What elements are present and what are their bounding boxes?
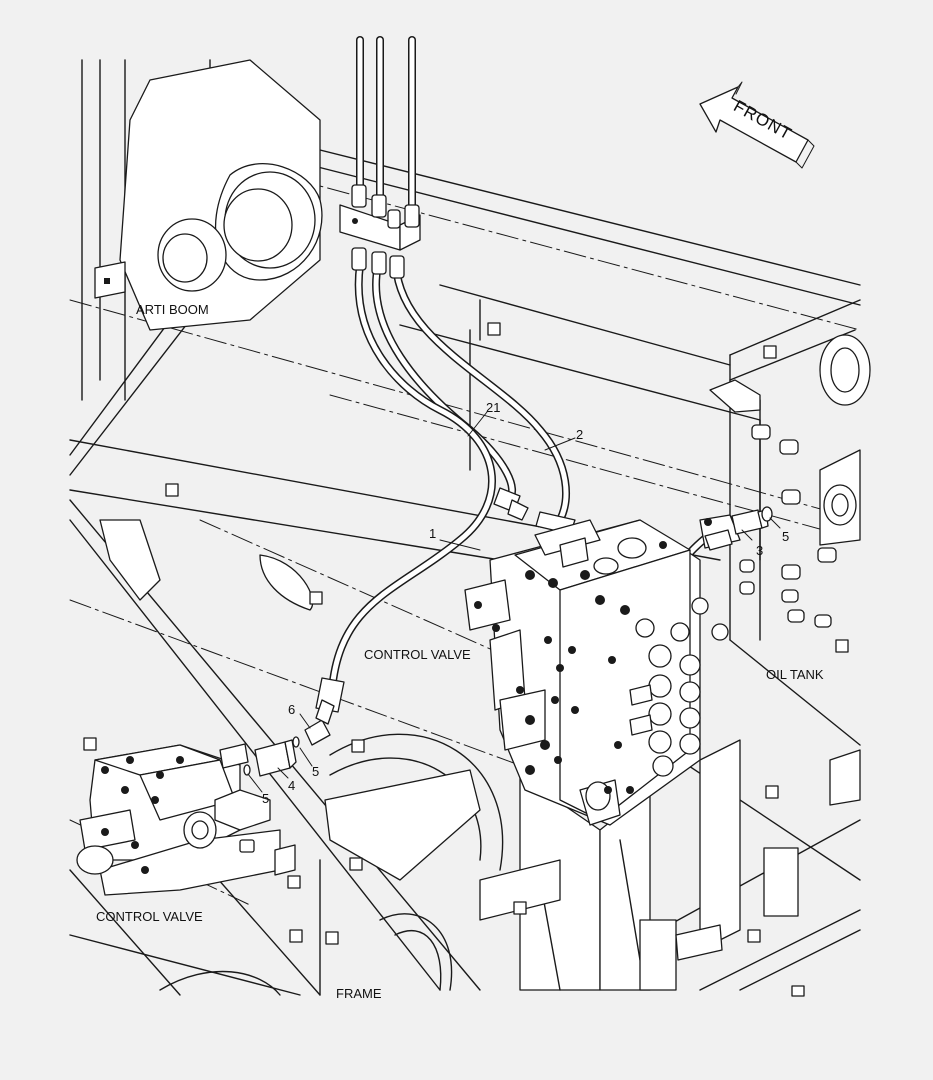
callout-5-oil-tank: 5 [782, 529, 789, 544]
upper-pilot-lines [356, 36, 734, 574]
frame-label: FRAME [336, 986, 382, 1001]
left-control-valve [76, 743, 296, 896]
arti-boom-assembly [94, 59, 323, 611]
arti-boom-label: ARTI BOOM [136, 302, 209, 317]
control-valve-main-label: CONTROL VALVE [364, 647, 471, 662]
callout-3: 3 [756, 543, 763, 558]
oil-tank-label: OIL TANK [766, 667, 824, 682]
fitting-4-5-6-assembly [243, 699, 335, 777]
hose-1 [328, 261, 497, 694]
fastener-blocks [83, 322, 849, 997]
callout-leader-lines [247, 411, 781, 793]
hose-2 [392, 261, 570, 524]
callout-6: 6 [288, 702, 295, 717]
fitting-3 [704, 506, 773, 551]
callout-4: 4 [288, 778, 295, 793]
control-valve-left-label: CONTROL VALVE [96, 909, 203, 924]
pilot-manifold-block [339, 184, 421, 279]
callout-21: 21 [486, 400, 500, 415]
valve-spool-caps [629, 597, 729, 777]
callout-5-left: 5 [262, 791, 269, 806]
callout-2: 2 [576, 427, 583, 442]
front-direction-arrow [699, 81, 815, 169]
valve-bolts [474, 518, 712, 794]
callout-1: 1 [429, 526, 436, 541]
oil-tank-ports [709, 334, 871, 806]
callout-5-middle: 5 [312, 764, 319, 779]
